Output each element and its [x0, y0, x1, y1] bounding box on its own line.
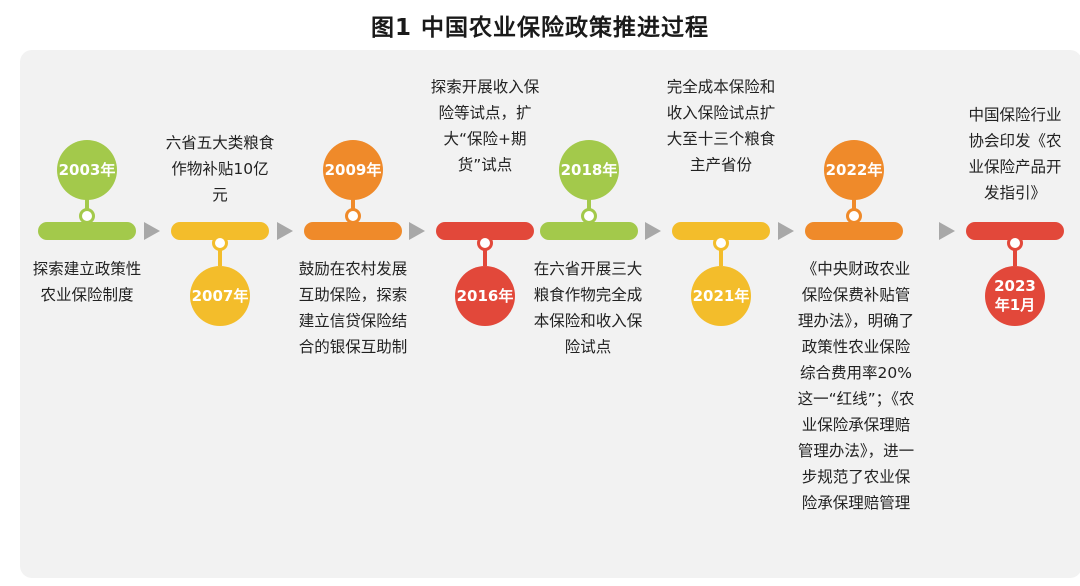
year-circle-2003: 2003年: [57, 140, 117, 200]
timeline-arrow: [939, 222, 955, 240]
connector-dot: [713, 235, 729, 251]
event-text-2022: 《中央财政农业保险保费补贴管理办法》，明确了政策性农业保险综合费用率20%这一“…: [797, 260, 915, 512]
event-text-2007: 六省五大类粮食作物补贴10亿元: [165, 134, 275, 204]
connector-dot: [477, 235, 493, 251]
connector-dot: [1007, 235, 1023, 251]
year-circle-2009: 2009年: [323, 140, 383, 200]
connector-dot: [345, 208, 361, 224]
year-circle-2023: 2023年1月: [985, 266, 1045, 326]
year-circle-2007: 2007年: [190, 266, 250, 326]
timeline-bar-2003: [38, 222, 136, 240]
timeline-bar-2022: [805, 222, 903, 240]
timeline-arrow: [645, 222, 661, 240]
connector-stem: [483, 240, 487, 266]
timeline-bar-2007: [171, 222, 269, 240]
year-label: 2003年: [58, 160, 116, 179]
timeline-arrow: [144, 222, 160, 240]
event-text-2009: 鼓励在农村发展互助保险，探索建立信贷保险结合的银保互助制: [298, 260, 408, 356]
timeline-bar-2016: [436, 222, 534, 240]
year-label: 2022年: [825, 160, 883, 179]
year-circle-2022: 2022年: [824, 140, 884, 200]
timeline-arrow: [277, 222, 293, 240]
figure-title: 图1 中国农业保险政策推进过程: [370, 15, 709, 41]
event-text-2016: 探索开展收入保险等试点，扩大“保险+期货”试点: [430, 78, 540, 174]
timeline-arrow: [778, 222, 794, 240]
year-circle-2018: 2018年: [559, 140, 619, 200]
year-label: 2023年1月: [994, 277, 1036, 314]
event-text-2003: 探索建立政策性农业保险制度: [32, 260, 142, 304]
connector-stem: [1013, 240, 1017, 266]
timeline-bar-2009: [304, 222, 402, 240]
year-label: 2021年: [692, 286, 750, 305]
year-label: 2007年: [191, 286, 249, 305]
timeline-bar-2023: [966, 222, 1064, 240]
event-text-2023: 中国保险行业协会印发《农业保险产品开发指引》: [968, 106, 1062, 202]
connector-stem: [719, 240, 723, 266]
timeline-bar-2021: [672, 222, 770, 240]
event-text-2018: 在六省开展三大粮食作物完全成本保险和收入保险试点: [533, 260, 643, 356]
year-label: 2018年: [560, 160, 618, 179]
connector-dot: [581, 208, 597, 224]
year-label: 2016年: [456, 286, 514, 305]
year-circle-2016: 2016年: [455, 266, 515, 326]
year-label: 2009年: [324, 160, 382, 179]
connector-stem: [218, 240, 222, 266]
year-circle-2021: 2021年: [691, 266, 751, 326]
connector-dot: [212, 235, 228, 251]
event-text-2021: 完全成本保险和收入保险试点扩大至十三个粮食主产省份: [666, 78, 776, 174]
connector-dot: [846, 208, 862, 224]
timeline-arrow: [409, 222, 425, 240]
connector-dot: [79, 208, 95, 224]
timeline-bar-2018: [540, 222, 638, 240]
